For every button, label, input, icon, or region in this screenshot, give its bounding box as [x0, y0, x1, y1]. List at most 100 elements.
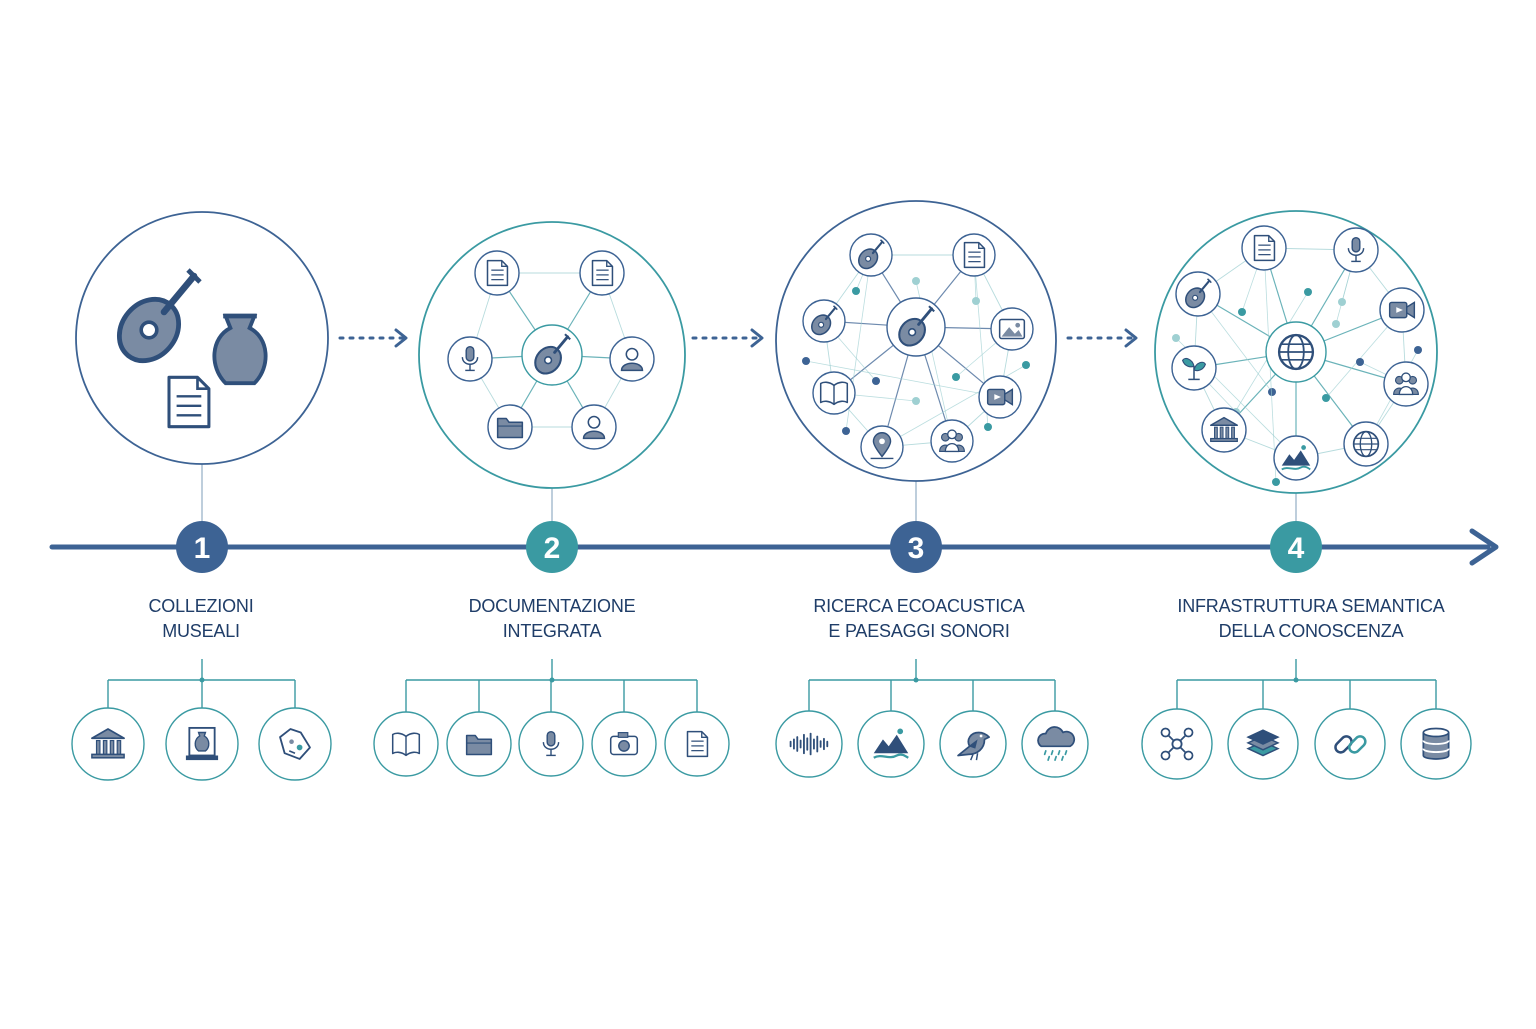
layers-icon [1246, 729, 1280, 757]
network-node [886, 297, 946, 357]
network-node [1201, 407, 1247, 453]
stage-3-title-line-1: RICERCA ECOACUSTICA [813, 596, 1025, 616]
document-icon [1253, 234, 1276, 262]
globe-icon [1352, 430, 1380, 458]
stage-4-branch [1176, 659, 1437, 709]
network-node [521, 324, 583, 386]
stage-2-title-line-2: INTEGRATA [502, 621, 602, 641]
stage-4-sub-item [1314, 708, 1386, 780]
stage-connector-arrow [338, 328, 408, 348]
video-camera-icon [1388, 301, 1416, 319]
network-node [1343, 421, 1389, 467]
stage-2-sub-item [373, 711, 439, 777]
network-node [571, 404, 617, 450]
network-node [812, 371, 856, 415]
network-node [802, 299, 846, 343]
stage-number: 3 [908, 532, 925, 565]
folder-icon [496, 417, 524, 439]
network-node [978, 375, 1022, 419]
network-node [579, 250, 625, 296]
stage-1-sub-item [258, 707, 332, 781]
video-camera-icon [986, 388, 1014, 406]
stage-3-sub-item [775, 710, 843, 778]
stage-4: 4 [1141, 210, 1472, 780]
vase-icon [212, 313, 268, 386]
stage-2-sub-item [518, 711, 584, 777]
stage-3-branch [808, 659, 1056, 711]
people-icon [939, 429, 965, 453]
camera-icon [609, 732, 639, 756]
stage-1-title-line-2: MUSEALI [162, 621, 240, 641]
network-node [860, 425, 904, 469]
timeline [49, 528, 1499, 566]
museum-icon [91, 728, 125, 759]
timeline-arrowhead [1469, 528, 1499, 566]
stage-2-branch [405, 659, 698, 712]
stage-1-sub-item [71, 707, 145, 781]
stage-3-sub-item [939, 710, 1007, 778]
museum-icon [1209, 416, 1239, 443]
vase-display-icon [185, 726, 219, 761]
map-pin-icon [870, 432, 894, 460]
stage-connector-arrow [691, 328, 764, 348]
lute-icon [898, 305, 935, 347]
stage-1-title: COLLEZIONI MUSEALI [21, 594, 381, 644]
stage-2-sub-item [664, 711, 730, 777]
globe-icon [1277, 333, 1315, 371]
network-node [1265, 321, 1327, 383]
rain-cloud-icon [1037, 726, 1076, 761]
network-node [487, 404, 533, 450]
stage-2-sub-item [446, 711, 512, 777]
stage-1-illustration [75, 211, 329, 465]
network-node [849, 233, 893, 277]
stage-1-badge: 1 [176, 521, 228, 573]
stage-number: 1 [194, 532, 211, 565]
network-node [1383, 361, 1429, 407]
network-node [1379, 287, 1425, 333]
document-icon [686, 730, 709, 758]
folder-icon [465, 734, 493, 756]
landscape-icon [873, 728, 909, 759]
stage-number: 2 [544, 532, 561, 565]
bird-icon [957, 731, 990, 761]
stage-2-title: DOCUMENTAZIONE INTEGRATA [372, 594, 732, 644]
lute-icon [1185, 278, 1212, 309]
network-node [1175, 271, 1221, 317]
lute-icon [534, 333, 571, 375]
microphone-icon [542, 730, 560, 757]
stage-3-sub-item [1021, 710, 1089, 778]
stage-4-title: INFRASTRUTTURA SEMANTICA DELLA CONOSCENZ… [1131, 594, 1491, 644]
network-nodes-icon [1160, 727, 1194, 761]
stage-2-badge: 2 [526, 521, 578, 573]
stage-3-sub-item [857, 710, 925, 778]
stage-4-sub-item [1400, 708, 1472, 780]
network-node [1333, 227, 1379, 273]
landscape-icon [1281, 445, 1311, 471]
network-node [474, 250, 520, 296]
user-icon [620, 347, 644, 372]
sound-wave-icon [789, 732, 829, 756]
microphone-icon [1347, 236, 1365, 263]
stage-2: 2 [373, 221, 730, 777]
document-icon [963, 241, 986, 269]
network-node [1273, 435, 1319, 481]
document-icon [486, 259, 509, 287]
network-node [952, 233, 996, 277]
book-icon [391, 732, 421, 757]
stage-4-sub-item [1227, 708, 1299, 780]
microphone-icon [461, 345, 479, 372]
stage-4-illustration [1154, 210, 1438, 494]
lute-icon [858, 239, 885, 270]
document-icon [167, 375, 211, 429]
stage-2-sub-item [591, 711, 657, 777]
stage-3: 3 [775, 200, 1089, 778]
stage-1-sub-item [165, 707, 239, 781]
stage-4-title-line-1: INFRASTRUTTURA SEMANTICA [1177, 596, 1445, 616]
stage-1-branch [107, 659, 296, 708]
network-node [1241, 225, 1287, 271]
network-node [447, 336, 493, 382]
stage-connector-arrow [1066, 328, 1138, 348]
document-icon [591, 259, 614, 287]
database-icon [1422, 727, 1450, 760]
